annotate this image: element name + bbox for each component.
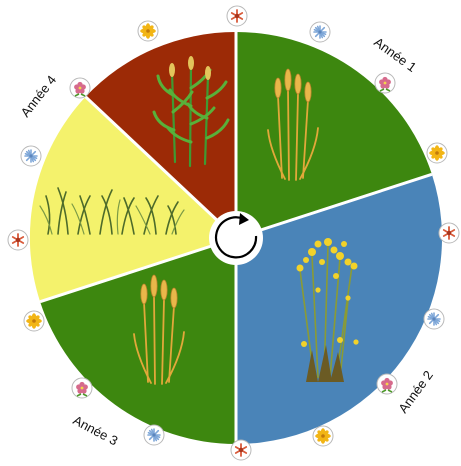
flower-emblem-icon (8, 230, 28, 250)
flower-emblem-icon (424, 309, 444, 329)
flower-emblem-icon (313, 426, 333, 446)
flower-emblem-icon (24, 311, 44, 331)
flower-emblem-icon (72, 378, 92, 398)
flower-emblem-icon (144, 425, 164, 445)
flower-emblem-icon (310, 22, 330, 42)
year-label-2: Année 2 (395, 368, 436, 416)
flower-emblem-icon (21, 146, 41, 166)
flower-emblem-icon (227, 6, 247, 26)
flower-emblem-icon (70, 78, 90, 98)
flower-emblem-icon (375, 73, 395, 93)
flower-emblem-icon (377, 374, 397, 394)
year-label-4: Année 4 (18, 72, 60, 119)
flower-emblem-icon (439, 223, 459, 243)
flower-emblem-icon (427, 143, 447, 163)
year-label-1: Année 1 (371, 34, 419, 75)
flower-emblem-icon (138, 21, 158, 41)
flower-emblem-icon (231, 440, 251, 460)
rotate-arrow-icon (209, 211, 263, 265)
year-label-3: Année 3 (71, 412, 121, 448)
